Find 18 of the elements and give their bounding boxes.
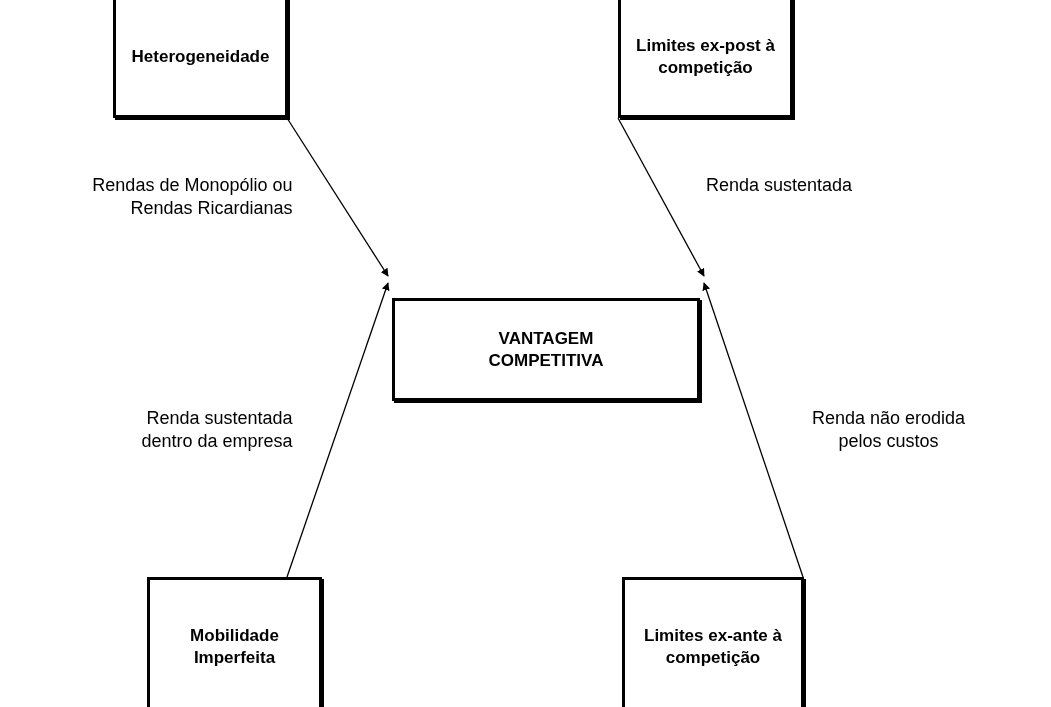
edge-label: Rendas de Monopólio ou Rendas Ricardianas xyxy=(91,174,293,220)
box-title: Mobilidade Imperfeita xyxy=(189,625,280,669)
arrow xyxy=(702,282,804,578)
concept-box xyxy=(113,0,288,118)
concept-box xyxy=(622,577,804,707)
box-title: VANTAGEM COMPETITIVA xyxy=(487,327,605,372)
box-title: Limites ex-post à competição xyxy=(635,35,776,79)
edge-label: Renda sustentada dentro da empresa xyxy=(140,407,293,453)
concept-box xyxy=(618,0,793,118)
arrow xyxy=(286,117,389,277)
concept-box xyxy=(392,298,700,401)
edge-label: Renda não erodida pelos custos xyxy=(810,407,967,453)
arrow xyxy=(617,117,705,277)
arrow xyxy=(286,282,390,578)
concept-box xyxy=(147,577,322,707)
box-title: Heterogeneidade xyxy=(131,46,270,68)
edge-label: Renda sustentada xyxy=(706,174,854,197)
box-title: Limites ex-ante à competição xyxy=(643,625,783,669)
